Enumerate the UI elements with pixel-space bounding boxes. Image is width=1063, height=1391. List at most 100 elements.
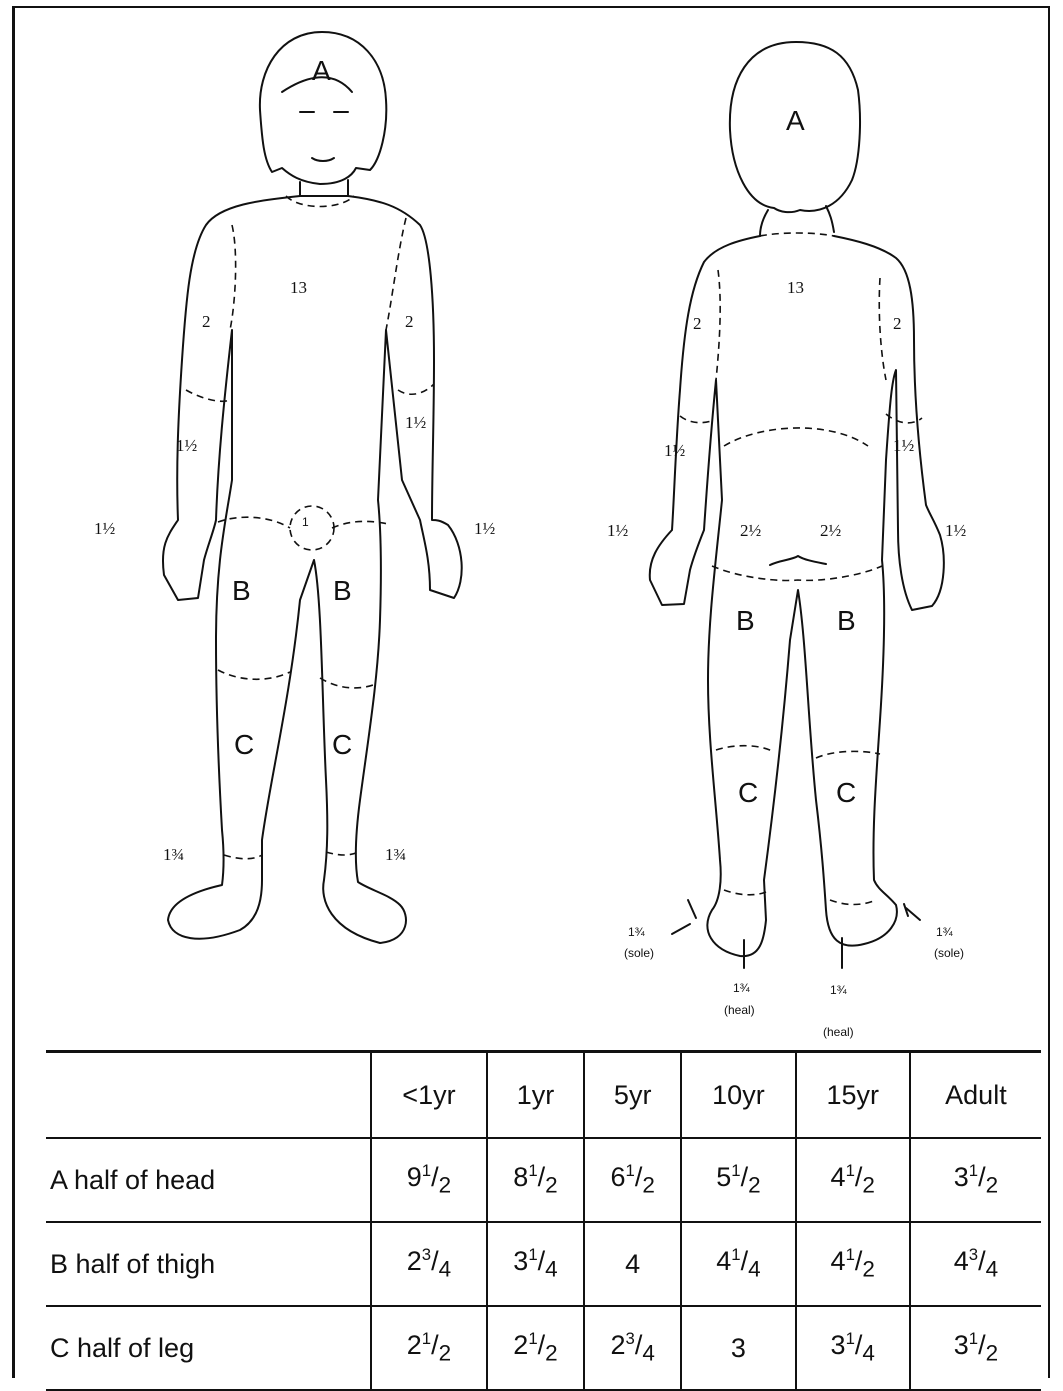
table-cell: 61/2 (584, 1138, 681, 1222)
cell-denominator: 4 (862, 1341, 875, 1366)
table-cell: 23/4 (584, 1306, 681, 1390)
back-heel-left-note: (heal) (724, 1003, 755, 1017)
front-forearm-right: 1½ (405, 413, 427, 432)
back-upper-arm-right: 2 (893, 314, 902, 333)
cell-numerator: 1 (969, 1161, 978, 1180)
cell-numerator: 1 (846, 1245, 855, 1264)
cell-denominator: 4 (545, 1257, 558, 1282)
front-foot-right: 1¾ (385, 845, 406, 864)
front-trunk-label: 13 (290, 278, 307, 297)
cell-denominator: 4 (642, 1341, 655, 1366)
front-thigh-left: B (232, 575, 251, 606)
cell-numerator: 1 (528, 1161, 537, 1180)
fraction-slash: / (538, 1162, 546, 1192)
cell-whole: 3 (954, 1162, 969, 1192)
back-hand-left: 1½ (607, 521, 629, 540)
body-diagram: A 13 2 2 1½ 1½ 1½ 1½ 1 B B C C 1¾ 1¾ A 1… (0, 0, 1063, 1050)
cell-whole: 4 (831, 1162, 846, 1192)
cell-whole: 4 (831, 1246, 846, 1276)
cell-numerator: 1 (528, 1245, 537, 1264)
table-header-cell: Adult (910, 1052, 1041, 1139)
table-cell: 81/2 (487, 1138, 584, 1222)
cell-denominator: 2 (642, 1173, 655, 1198)
cell-denominator: 4 (439, 1257, 452, 1282)
table-cell: 31/4 (487, 1222, 584, 1306)
table-cell: 3 (681, 1306, 795, 1390)
cell-whole: 4 (716, 1246, 731, 1276)
cell-denominator: 2 (862, 1173, 875, 1198)
front-foot-left: 1¾ (163, 845, 184, 864)
table-header-cell: 1yr (487, 1052, 584, 1139)
fraction-slash: / (741, 1246, 749, 1276)
front-figure (163, 32, 462, 943)
table-cell: 41/2 (796, 1138, 910, 1222)
cell-numerator: 1 (528, 1329, 537, 1348)
fraction-slash: / (978, 1330, 986, 1360)
fraction-slash: / (741, 1162, 749, 1192)
row-label: C half of leg (46, 1306, 371, 1390)
cell-denominator: 4 (986, 1257, 999, 1282)
fraction-slash: / (538, 1330, 546, 1360)
front-leg-left: C (234, 729, 254, 760)
cell-whole: 5 (716, 1162, 731, 1192)
cell-numerator: 1 (731, 1245, 740, 1264)
front-leg-right: C (332, 729, 352, 760)
cell-denominator: 2 (545, 1341, 558, 1366)
back-hand-right: 1½ (945, 521, 967, 540)
cell-whole: 3 (731, 1333, 746, 1363)
cell-denominator: 2 (439, 1173, 452, 1198)
fraction-slash: / (431, 1330, 439, 1360)
table-row: C half of leg21/221/223/4331/431/2 (46, 1306, 1041, 1390)
table-cell: 23/4 (371, 1222, 487, 1306)
cell-denominator: 4 (748, 1257, 761, 1282)
front-upper-arm-right: 2 (405, 312, 414, 331)
back-heel-right: 1¾ (830, 983, 848, 997)
front-genitals-label: 1 (302, 515, 309, 529)
back-sole-left: 1¾ (628, 925, 646, 939)
back-sole-right-note: (sole) (934, 946, 964, 960)
row-label: A half of head (46, 1138, 371, 1222)
front-hand-left: 1½ (94, 519, 116, 538)
table-cell: 21/2 (371, 1306, 487, 1390)
cell-numerator: 3 (969, 1245, 978, 1264)
back-thigh-left: B (736, 605, 755, 636)
table-cell: 41/4 (681, 1222, 795, 1306)
cell-numerator: 3 (422, 1245, 431, 1264)
back-upper-arm-left: 2 (693, 314, 702, 333)
cell-numerator: 1 (846, 1329, 855, 1348)
cell-whole: 6 (610, 1162, 625, 1192)
front-forearm-left: 1½ (176, 436, 198, 455)
table-header-empty (46, 1052, 371, 1139)
fraction-slash: / (538, 1246, 546, 1276)
cell-whole: 2 (513, 1330, 528, 1360)
back-heel-left: 1¾ (733, 981, 751, 995)
back-head-label: A (786, 105, 805, 136)
back-leg-left: C (738, 777, 758, 808)
table-cell: 21/2 (487, 1306, 584, 1390)
cell-denominator: 2 (986, 1173, 999, 1198)
back-sole-left-note: (sole) (624, 946, 654, 960)
back-trunk-label: 13 (787, 278, 804, 297)
table-cell: 4 (584, 1222, 681, 1306)
fraction-slash: / (978, 1246, 986, 1276)
front-hand-right: 1½ (474, 519, 496, 538)
back-forearm-left: 1½ (664, 441, 686, 460)
table-header-cell: 5yr (584, 1052, 681, 1139)
cell-whole: 4 (954, 1246, 969, 1276)
cell-whole: 2 (407, 1246, 422, 1276)
age-percentage-table: <1yr 1yr 5yr 10yr 15yr Adult A half of h… (46, 1050, 1041, 1391)
table-cell: 31/2 (910, 1138, 1041, 1222)
cell-numerator: 3 (626, 1329, 635, 1348)
fraction-slash: / (978, 1162, 986, 1192)
cell-numerator: 1 (626, 1161, 635, 1180)
table-cell: 31/2 (910, 1306, 1041, 1390)
table-header-cell: 15yr (796, 1052, 910, 1139)
table-cell: 41/2 (796, 1222, 910, 1306)
table-header-cell: <1yr (371, 1052, 487, 1139)
cell-whole: 3 (954, 1330, 969, 1360)
cell-whole: 2 (407, 1330, 422, 1360)
back-heel-right-note: (heal) (823, 1025, 854, 1039)
cell-denominator: 2 (545, 1173, 558, 1198)
